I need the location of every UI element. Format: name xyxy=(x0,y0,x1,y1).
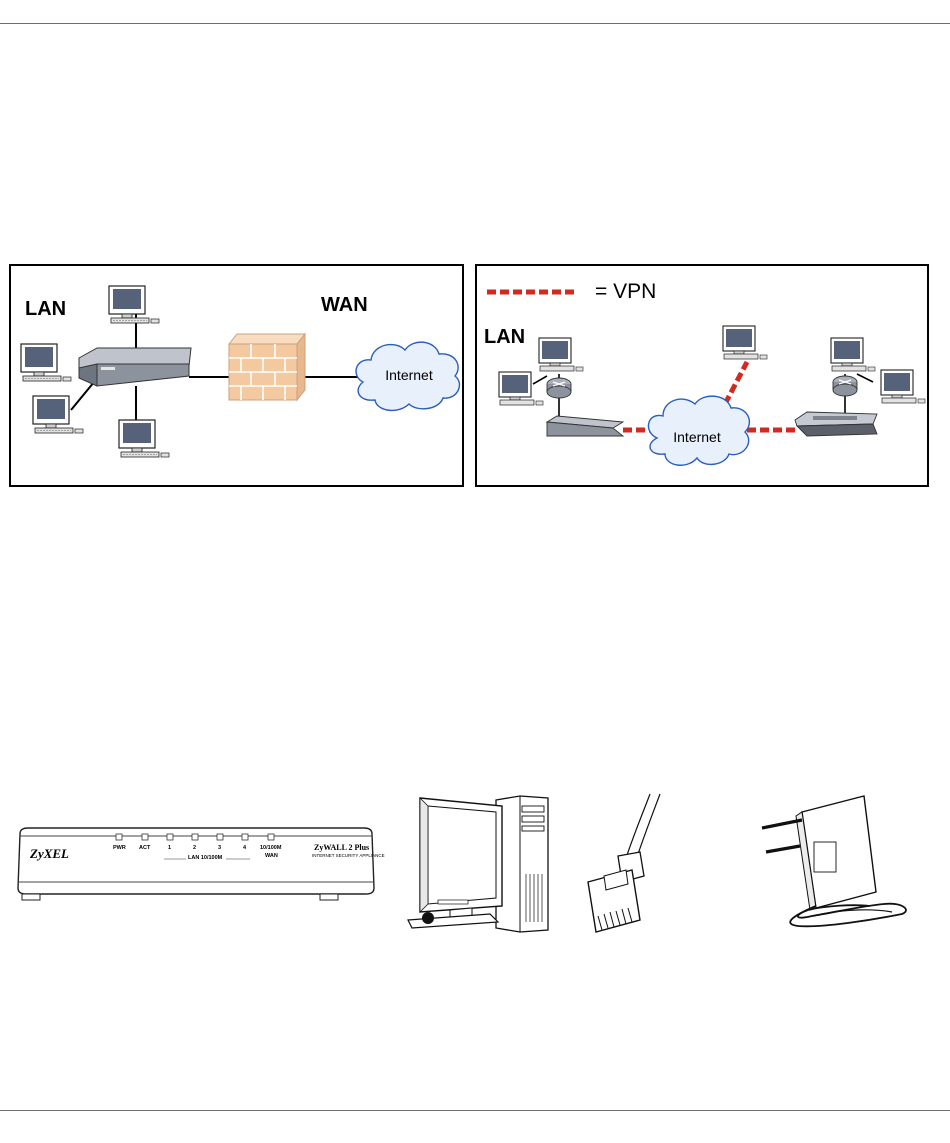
led-label-act: ACT xyxy=(139,845,150,851)
vpn-pc-left-top xyxy=(539,338,583,371)
lan-wan-diagram: LAN WAN xyxy=(9,264,464,487)
vpn-internet-label: Internet xyxy=(673,429,721,445)
router-right-icon xyxy=(833,376,857,396)
led-label-3: 3 xyxy=(218,845,221,851)
led-label-1: 1 xyxy=(168,845,171,851)
top-rule xyxy=(0,23,950,24)
led-label-pwr: PWR xyxy=(113,845,126,851)
vpn-diagram: = VPN LAN xyxy=(475,264,929,487)
power-adapter-illustration xyxy=(752,790,912,930)
vpn-pc-remote xyxy=(723,326,767,359)
lan-pc-left xyxy=(21,344,71,381)
vpn-pc-left xyxy=(499,372,543,405)
led-label-wan-speed: 10/100M xyxy=(260,845,281,851)
internet-label: Internet xyxy=(385,367,433,383)
lan-wan-drawing: Internet xyxy=(11,266,462,485)
zywall-device-illustration: ZyXEL PWR ACT 1 2 3 4 10/100M LAN 10/100… xyxy=(14,826,378,902)
ethernet-cable-illustration xyxy=(578,790,668,935)
device-brand-logo: ZyXEL xyxy=(30,846,69,862)
vpn-internet-cloud: Internet xyxy=(648,396,749,465)
lan-group-label: LAN 10/100M xyxy=(188,855,222,861)
bottom-rule xyxy=(0,1110,950,1111)
router-left-icon xyxy=(547,378,571,398)
led-label-2: 2 xyxy=(193,845,196,851)
device-subtitle: INTERNET SECURITY APPLIANCE xyxy=(312,853,385,858)
vpn-drawing: Internet xyxy=(477,266,927,485)
vpn-pc-right xyxy=(881,370,925,403)
computer-illustration xyxy=(398,794,558,934)
vpn-pc-right-top xyxy=(831,338,875,371)
vpn-appliance-left xyxy=(547,416,623,436)
internet-cloud: Internet xyxy=(356,342,459,410)
device-model-name: ZyWALL 2 Plus xyxy=(314,843,369,852)
lan-pc-bottom xyxy=(119,420,169,457)
lan-switch xyxy=(79,348,191,386)
led-label-4: 4 xyxy=(243,845,246,851)
wan-port-label: WAN xyxy=(265,853,278,859)
lan-pc-lower-left xyxy=(33,396,83,433)
firewall-icon xyxy=(229,334,305,400)
vpn-appliance-right xyxy=(795,412,877,436)
lan-pc-top xyxy=(109,286,159,323)
